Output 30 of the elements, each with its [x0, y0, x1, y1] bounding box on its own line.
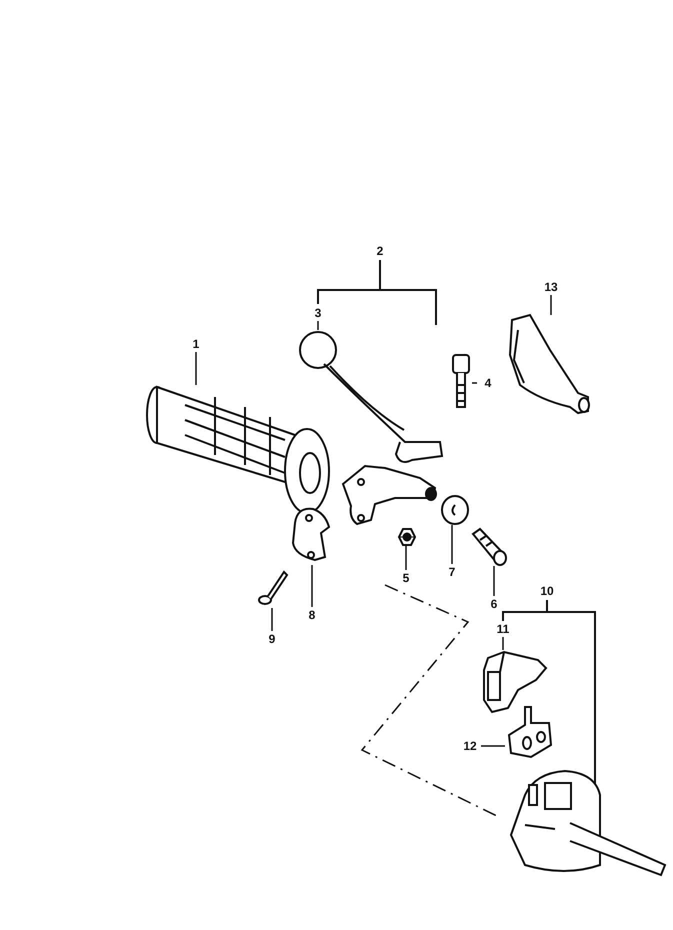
callout-number: 2: [376, 243, 384, 259]
callout-number: 7: [441, 564, 463, 580]
leader-line: [195, 352, 197, 385]
callout-number: 8: [301, 607, 323, 623]
leader-line: [502, 637, 504, 650]
leader-line: [481, 745, 505, 747]
leader-line: [550, 295, 552, 315]
callout-number: 13: [540, 279, 562, 295]
callout-number: 6: [483, 596, 505, 612]
washer-drawing: [440, 495, 470, 525]
callout-number: 3: [307, 305, 329, 321]
callout-number: 5: [395, 570, 417, 586]
leader-line: [311, 565, 313, 607]
leader-line: [271, 608, 273, 631]
leader-line: [405, 546, 407, 570]
nut-drawing: [398, 528, 416, 546]
switch-knob-drawing: [505, 705, 555, 760]
callout-number: 11: [492, 621, 514, 637]
screw-drawing: [258, 568, 288, 608]
leader-line: [472, 382, 477, 384]
callout-number: 9: [261, 631, 283, 647]
callout-number: 1: [185, 336, 207, 352]
leader-line: [493, 566, 495, 596]
bolt-drawing: [450, 355, 472, 410]
adjuster-bolt-drawing: [470, 528, 508, 566]
callout-number: 12: [459, 738, 481, 754]
leader-line: [317, 321, 319, 330]
leader-line: [451, 525, 453, 564]
callout-number: 10: [539, 583, 555, 599]
callout-number: 4: [477, 375, 499, 391]
